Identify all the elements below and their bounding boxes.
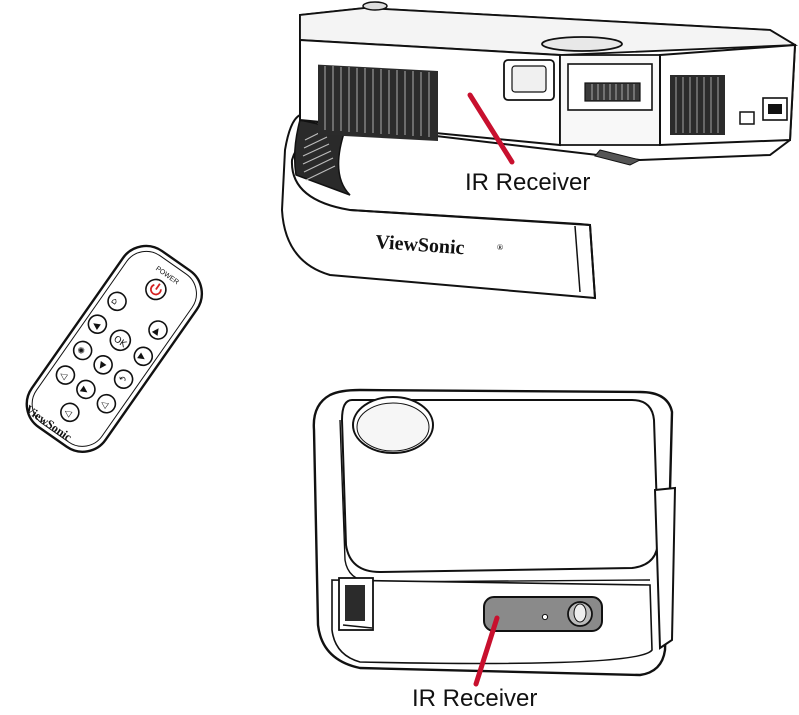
right-arrow-icon: ▶ [136, 352, 147, 364]
remote-control: POWER ⌂ ▲ ◀ OK ▶ ✺ [23, 244, 204, 453]
power-button[interactable] [142, 276, 170, 304]
bottom-ir-receiver-label: IR Receiver [412, 685, 537, 712]
volume-down-icon: ◁ [57, 370, 68, 382]
ok-button[interactable]: OK [106, 326, 134, 354]
front-vents [318, 64, 438, 141]
volume-up-button[interactable]: ◁ [94, 391, 119, 416]
power-icon [150, 283, 162, 296]
down-arrow-icon: ▼ [96, 360, 107, 372]
mute-icon: ▶ [79, 385, 90, 397]
up-button[interactable]: ▲ [145, 317, 170, 342]
left-button[interactable]: ◀ [85, 312, 110, 337]
right-button[interactable]: ▶ [131, 344, 156, 369]
home-button[interactable]: ⌂ [105, 289, 130, 314]
mute-button[interactable]: ▶ [73, 377, 98, 402]
stand-bracket: ViewSonic ® [280, 113, 597, 300]
bottom-callout-line [473, 615, 500, 687]
back-button[interactable]: ↶ [111, 367, 136, 392]
projector-on-stand: ViewSonic ® [280, 1, 799, 300]
top-callout-line [467, 92, 515, 165]
down-button[interactable]: ▼ [91, 352, 116, 377]
settings-button[interactable]: ✺ [70, 338, 95, 363]
volume-up-icon: ◁ [98, 398, 109, 410]
volume-down-button[interactable]: ◁ [53, 363, 78, 388]
input-icon: ◁ [62, 407, 73, 419]
input-button[interactable]: ◁ [57, 400, 82, 425]
left-arrow-icon: ◀ [90, 319, 101, 331]
home-icon: ⌂ [109, 296, 120, 308]
top-ir-receiver-label: IR Receiver [465, 169, 590, 196]
up-arrow-icon: ▲ [151, 325, 162, 337]
projector-body-top [299, 1, 799, 166]
projector-body-bottom: IR Receiver [312, 388, 677, 712]
stand-registered-mark: ® [497, 243, 503, 252]
